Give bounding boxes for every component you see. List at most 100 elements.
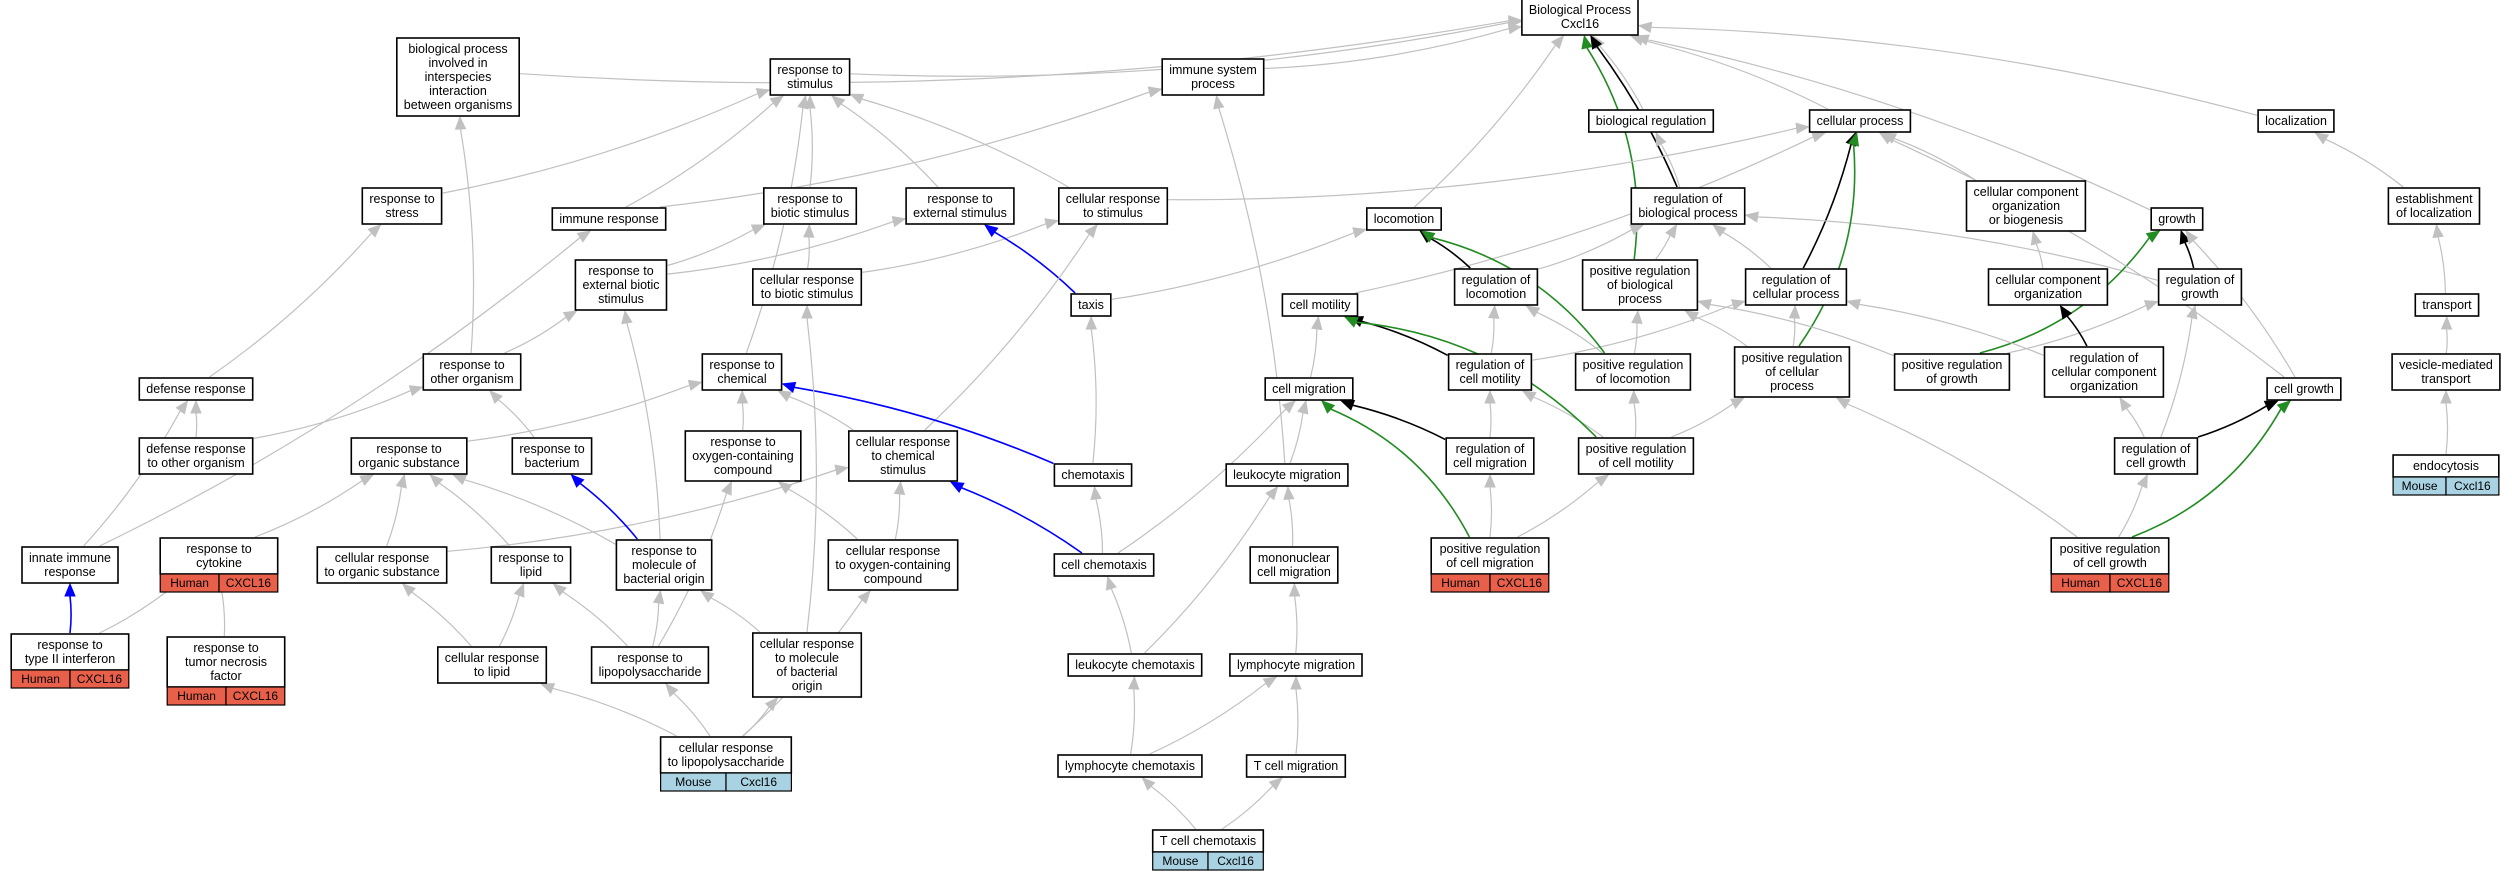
edge-resp_other_org-to-resp_ext_biotic bbox=[504, 310, 578, 354]
edge-pos_reg_cell_mig-to-cell_migration bbox=[1321, 400, 1471, 538]
go-term-node-cell-proc[interactable]: cellular process bbox=[1808, 109, 1912, 133]
go-term-node-cell-chemotaxis[interactable]: cell chemotaxis bbox=[1053, 553, 1155, 577]
go-term-node-leuk-migration[interactable]: leukocyte migration bbox=[1225, 463, 1349, 487]
go-term-node-t-cell-mig[interactable]: T cell migration bbox=[1245, 754, 1347, 778]
node-box bbox=[1445, 437, 1535, 475]
go-term-node-cell-growth[interactable]: cell growth bbox=[2266, 377, 2342, 401]
node-box bbox=[395, 37, 520, 117]
node-box bbox=[1808, 109, 1912, 133]
edge-lymph_mig-to-mono_mig bbox=[1288, 582, 1301, 654]
node-label: taxis bbox=[1078, 298, 1104, 312]
edge-cell_resp_mol_bact-to-resp_mol_bact bbox=[700, 590, 761, 633]
go-term-node-leuk-chemotaxis[interactable]: leukocyte chemotaxis bbox=[1067, 653, 1203, 677]
edge-cell_resp_lipid-to-resp_lipid bbox=[498, 582, 525, 647]
gene-label: CXCL16 bbox=[1497, 576, 1543, 590]
node-box bbox=[1161, 58, 1265, 96]
go-term-node-localization[interactable]: localization bbox=[2257, 109, 2335, 133]
edge-cell_resp_org_sub-to-resp_org_sub bbox=[386, 473, 407, 547]
node-label: lymphocyte migration bbox=[1237, 658, 1355, 672]
edge-reg_cell_growth-to-cell_growth bbox=[2197, 400, 2279, 438]
go-term-node-immune-resp[interactable]: immune response bbox=[551, 207, 667, 231]
go-term-node-defense[interactable]: defense response bbox=[138, 377, 254, 401]
node-box bbox=[551, 207, 667, 231]
go-term-node-growth[interactable]: growth bbox=[2150, 207, 2204, 231]
go-term-node-lymph-chemotaxis[interactable]: lymphocyte chemotaxis bbox=[1057, 754, 1203, 778]
go-term-node-locomotion[interactable]: locomotion bbox=[1366, 207, 1443, 231]
go-term-node-transport[interactable]: transport bbox=[2414, 293, 2480, 317]
node-box bbox=[1581, 259, 1699, 311]
go-term-node-lymph-mig[interactable]: lymphocyte migration bbox=[1229, 653, 1363, 677]
edge-defense-to-resp_stress bbox=[209, 224, 382, 378]
node-box bbox=[1447, 353, 1533, 391]
node-label: growth bbox=[2158, 212, 2196, 226]
edge-reg_cell_mig-to-cell_migration bbox=[1340, 399, 1446, 441]
go-term-node-chemotaxis[interactable]: chemotaxis bbox=[1053, 463, 1133, 487]
go-term-node-cell-motility[interactable]: cell motility bbox=[1281, 293, 1359, 317]
node-box bbox=[769, 58, 851, 96]
go-term-node-cell-migration[interactable]: cell migration bbox=[1264, 377, 1354, 401]
go-term-node-taxis[interactable]: taxis bbox=[1070, 293, 1112, 317]
go-term-node-bio-reg[interactable]: biological regulation bbox=[1588, 109, 1715, 133]
species-label: Mouse bbox=[1162, 854, 1198, 868]
